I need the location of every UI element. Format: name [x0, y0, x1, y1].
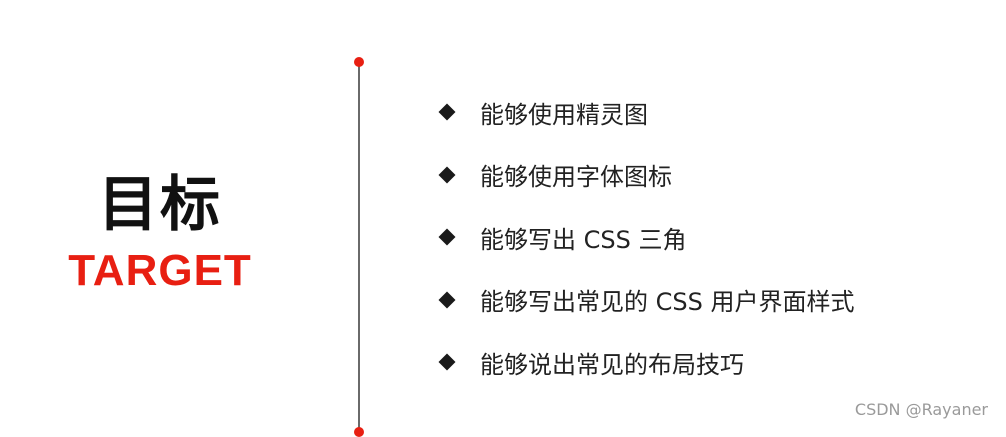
diamond-bullet-icon — [438, 103, 456, 121]
heading-title-zh: 目标 — [98, 170, 222, 240]
diamond-bullet-icon — [438, 291, 456, 308]
goal-text: 能够写出 CSS 三角 — [480, 225, 687, 254]
goal-text: 能够写出常见的 CSS 用户界面样式 — [480, 288, 855, 316]
goal-text: 能够使用字体图标 — [480, 163, 672, 191]
heading-title-en: TARGET — [68, 246, 252, 295]
bottom-dot-icon — [354, 427, 364, 437]
goal-list: 能够使用精灵图 能够使用字体图标 能够写出 CSS 三角 能够写出常见的 CSS… — [436, 92, 854, 405]
top-dot-icon — [354, 57, 364, 67]
goal-item: 能够说出常见的布局技巧 — [436, 342, 854, 382]
goal-item: 能够使用字体图标 — [436, 155, 854, 195]
diamond-bullet-icon — [438, 228, 456, 246]
heading-block: 目标 TARGET — [40, 170, 280, 296]
vertical-divider — [358, 62, 360, 434]
diamond-bullet-icon — [438, 353, 456, 371]
watermark: CSDN @Rayaner — [854, 400, 988, 419]
goal-item: 能够写出 CSS 三角 — [436, 217, 854, 257]
goal-item: 能够写出常见的 CSS 用户界面样式 — [436, 280, 854, 320]
goal-text: 能够使用精灵图 — [480, 100, 648, 129]
goal-item: 能够使用精灵图 — [436, 92, 854, 132]
diamond-bullet-icon — [438, 166, 456, 183]
goal-text: 能够说出常见的布局技巧 — [480, 350, 744, 379]
